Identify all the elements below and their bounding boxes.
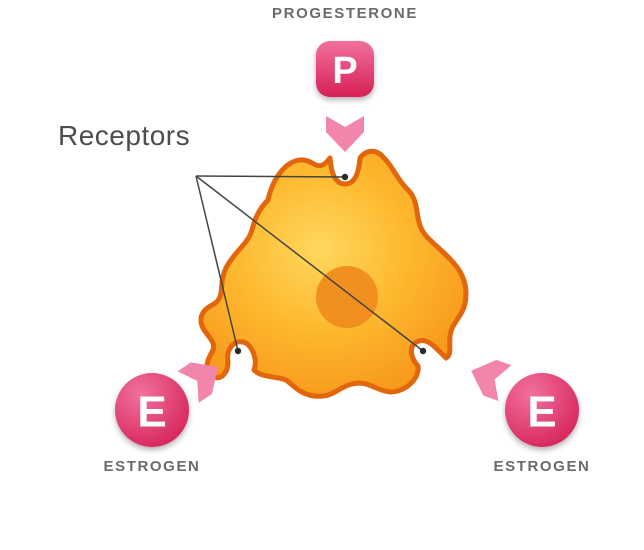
estrogen-left-letter: E <box>137 388 166 437</box>
pointer-line-top <box>195 175 346 178</box>
receptor-dot-top <box>341 173 349 181</box>
estrogen-right-badge: E <box>505 373 579 447</box>
estrogen-right-arrow-icon <box>464 352 512 402</box>
receptors-label: Receptors <box>58 120 191 151</box>
pointer-line-left <box>195 175 239 352</box>
estrogen-left-badge: E <box>115 373 189 447</box>
progesterone-label: PROGESTERONE <box>272 5 418 22</box>
progesterone-letter: P <box>332 50 357 92</box>
receptor-pointer-lines <box>195 175 424 352</box>
estrogen-left-label: ESTROGEN <box>103 458 201 475</box>
progesterone-badge: P <box>316 41 374 97</box>
progesterone-badge-shape <box>316 41 374 97</box>
pointer-line-right <box>195 175 424 352</box>
estrogen-left-badge-shape <box>115 373 189 447</box>
progesterone-arrow-down-icon <box>326 116 364 152</box>
estrogen-right-label: ESTROGEN <box>493 458 591 475</box>
receptor-dot-left <box>234 347 242 355</box>
estrogen-right-letter: E <box>527 388 556 437</box>
cell-nucleus <box>316 266 378 328</box>
receptor-dot-right <box>419 347 427 355</box>
estrogen-right-badge-shape <box>505 373 579 447</box>
